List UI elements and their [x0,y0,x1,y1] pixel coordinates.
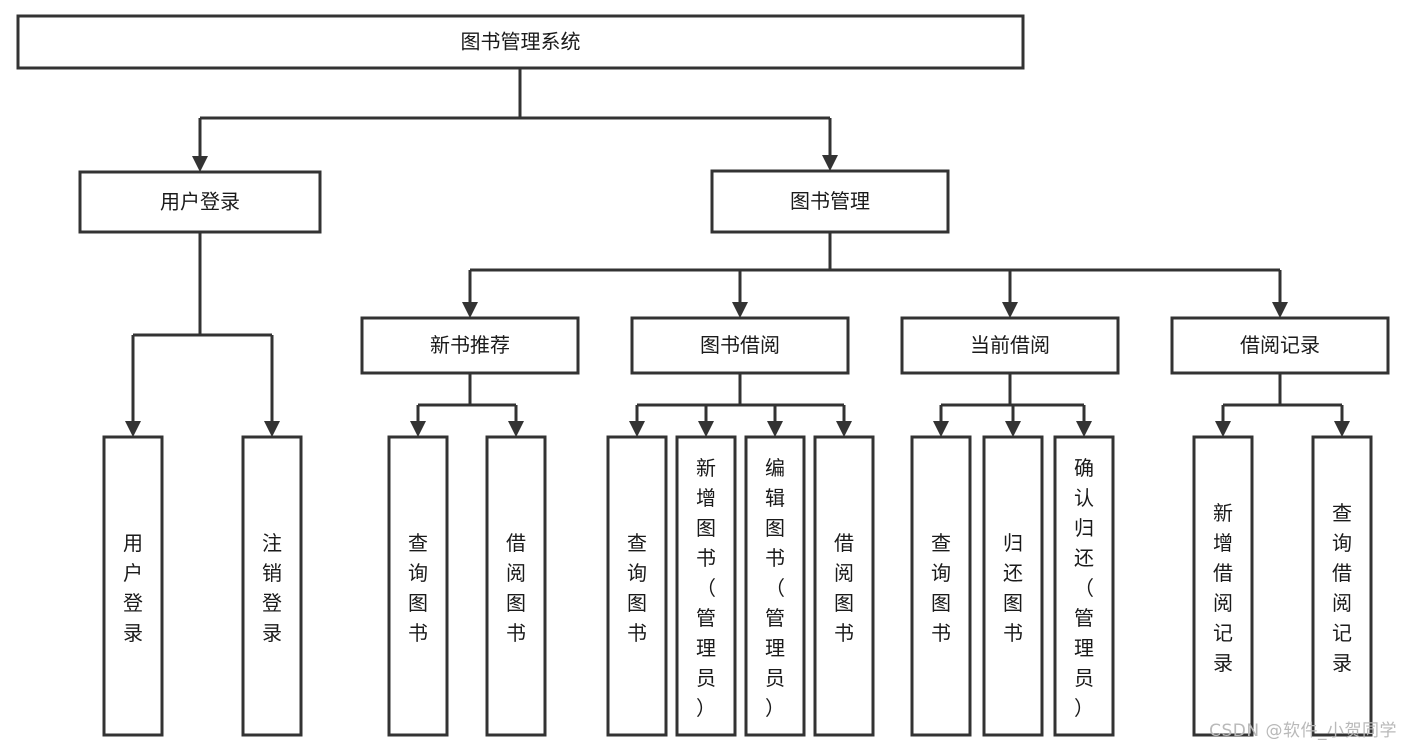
csdn-watermark: CSDN @软件_小贺同学 [1209,721,1397,741]
node-new-book-recommend[interactable]: 新书推荐 [360,316,580,375]
node-leaf-confirm-return-admin[interactable]: 确认归还（管理员） [1053,435,1115,737]
node-label-leaf-query-borrow-record: 查询借阅记录 [1332,501,1352,675]
to-leaf-edit-book-admin-arrowhead [767,421,783,437]
to-leaf-borrow-book-arrowhead [836,421,852,437]
node-label-leaf-user-logout: 注销登录 [262,531,282,645]
node-label-leaf-query-book-current: 查询图书 [931,531,951,645]
node-layer: 图书管理系统用户登录图书管理新书推荐图书借阅当前借阅借阅记录用户登录注销登录查询… [16,14,1390,737]
connector-layer [125,68,1350,437]
to-leaf-confirm-return-admin-arrowhead [1076,421,1092,437]
node-borrow-record[interactable]: 借阅记录 [1170,316,1390,375]
node-box-borrow-record[interactable] [1170,316,1390,375]
node-label-leaf-edit-book-admin: 编辑图书（管理员） [765,456,785,720]
node-box-leaf-borrow-book-recommend[interactable] [485,435,547,737]
node-box-leaf-query-book-recommend[interactable] [387,435,449,737]
node-leaf-user-login[interactable]: 用户登录 [102,435,164,737]
to-current-borrow-arrowhead [1002,302,1018,318]
to-leaf-return-book-arrowhead [1005,421,1021,437]
node-label-new-book-recommend: 新书推荐 [430,333,510,357]
node-current-borrow[interactable]: 当前借阅 [900,316,1120,375]
node-box-leaf-query-book-borrow[interactable] [606,435,668,737]
node-leaf-query-book-borrow[interactable]: 查询图书 [606,435,668,737]
node-box-leaf-query-book-current[interactable] [910,435,972,737]
node-box-leaf-user-logout[interactable] [241,435,303,737]
node-box-leaf-confirm-return-admin[interactable] [1053,435,1115,737]
node-box-book-manage[interactable] [710,169,950,234]
node-leaf-borrow-book-recommend[interactable]: 借阅图书 [485,435,547,737]
node-box-leaf-borrow-book[interactable] [813,435,875,737]
to-book-manage-arrowhead [822,155,838,171]
node-box-book-borrow[interactable] [630,316,850,375]
node-box-leaf-user-login[interactable] [102,435,164,737]
node-leaf-borrow-book[interactable]: 借阅图书 [813,435,875,737]
node-leaf-add-borrow-record[interactable]: 新增借阅记录 [1192,435,1254,737]
node-leaf-edit-book-admin[interactable]: 编辑图书（管理员） [744,435,806,737]
to-book-borrow-arrowhead [732,302,748,318]
to-leaf-query-book-recommend-arrowhead [410,421,426,437]
node-root[interactable]: 图书管理系统 [16,14,1025,70]
node-label-leaf-query-book-recommend: 查询图书 [408,531,428,645]
node-label-leaf-borrow-book-recommend: 借阅图书 [506,531,526,645]
node-label-root: 图书管理系统 [461,30,581,54]
node-label-leaf-add-borrow-record: 新增借阅记录 [1213,501,1233,675]
node-box-leaf-return-book[interactable] [982,435,1044,737]
to-borrow-record-arrowhead [1272,302,1288,318]
to-user-login-arrowhead [192,156,208,172]
node-box-root[interactable] [16,14,1025,70]
node-label-leaf-return-book: 归还图书 [1003,531,1023,645]
node-leaf-query-book-current[interactable]: 查询图书 [910,435,972,737]
node-label-current-borrow: 当前借阅 [970,333,1050,357]
node-box-leaf-add-book-admin[interactable] [675,435,737,737]
node-box-leaf-add-borrow-record[interactable] [1192,435,1254,737]
node-label-user-login: 用户登录 [160,190,240,214]
node-label-book-borrow: 图书借阅 [700,333,780,357]
node-label-book-manage: 图书管理 [790,189,870,213]
node-leaf-return-book[interactable]: 归还图书 [982,435,1044,737]
node-book-borrow[interactable]: 图书借阅 [630,316,850,375]
node-label-leaf-confirm-return-admin: 确认归还（管理员） [1074,456,1094,720]
node-box-current-borrow[interactable] [900,316,1120,375]
node-book-manage[interactable]: 图书管理 [710,169,950,234]
to-leaf-query-book-borrow-arrowhead [629,421,645,437]
node-leaf-query-book-recommend[interactable]: 查询图书 [387,435,449,737]
node-box-new-book-recommend[interactable] [360,316,580,375]
to-leaf-query-book-current-arrowhead [933,421,949,437]
node-label-leaf-add-book-admin: 新增图书（管理员） [696,456,716,720]
node-leaf-user-logout[interactable]: 注销登录 [241,435,303,737]
to-leaf-user-logout-arrowhead [264,421,280,437]
node-leaf-query-borrow-record[interactable]: 查询借阅记录 [1311,435,1373,737]
to-leaf-add-book-admin-arrowhead [698,421,714,437]
node-label-leaf-query-book-borrow: 查询图书 [627,531,647,645]
to-leaf-query-borrow-record-arrowhead [1334,421,1350,437]
to-leaf-borrow-book-recommend-arrowhead [508,421,524,437]
node-user-login[interactable]: 用户登录 [78,170,322,234]
node-box-leaf-edit-book-admin[interactable] [744,435,806,737]
node-label-leaf-borrow-book: 借阅图书 [834,531,854,645]
node-leaf-add-book-admin[interactable]: 新增图书（管理员） [675,435,737,737]
node-box-leaf-query-borrow-record[interactable] [1311,435,1373,737]
node-label-leaf-user-login: 用户登录 [123,531,143,645]
node-label-borrow-record: 借阅记录 [1240,333,1320,357]
to-leaf-user-login-arrowhead [125,421,141,437]
to-new-book-recommend-arrowhead [462,302,478,318]
node-box-user-login[interactable] [78,170,322,234]
to-leaf-add-borrow-record-arrowhead [1215,421,1231,437]
